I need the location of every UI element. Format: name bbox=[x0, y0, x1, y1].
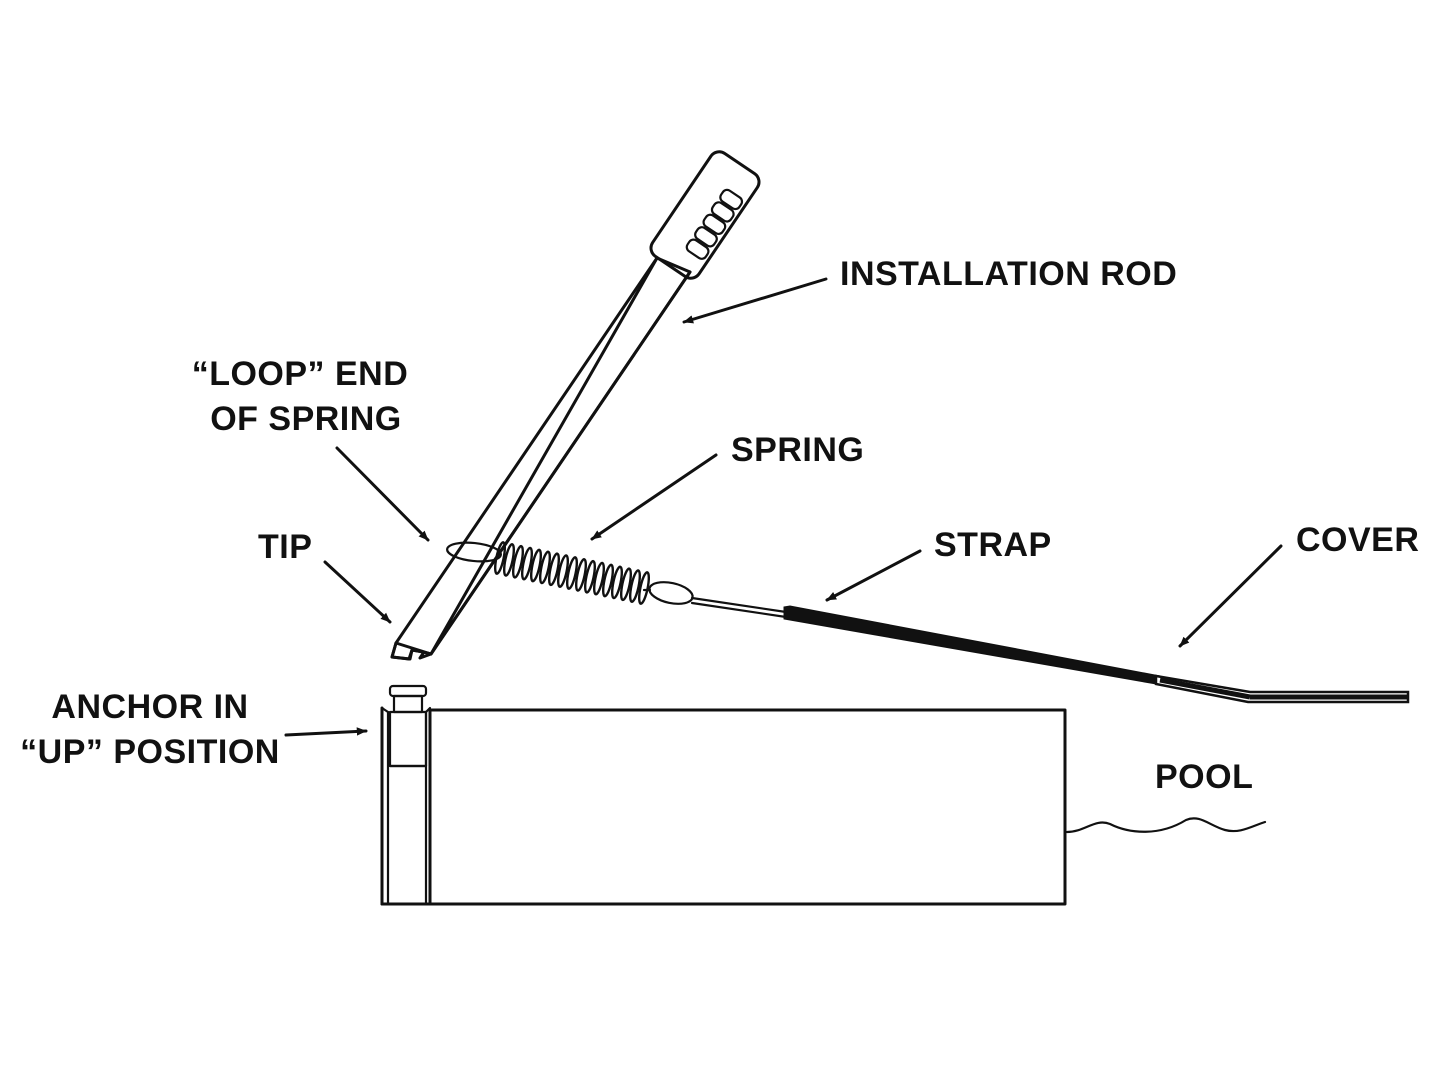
cover-arrow bbox=[1178, 544, 1283, 648]
spring-coil bbox=[547, 552, 561, 587]
tip-arrow bbox=[323, 560, 392, 624]
spring-coil bbox=[529, 548, 543, 583]
installation-rod bbox=[390, 150, 761, 661]
spring-loop-end bbox=[446, 541, 502, 563]
spring-coil bbox=[556, 554, 570, 588]
anchor-label-line2: “UP” POSITION bbox=[20, 733, 280, 771]
spring-coil bbox=[520, 546, 534, 581]
spring-coil bbox=[628, 569, 642, 603]
anchor bbox=[380, 684, 432, 906]
spring-arrow bbox=[590, 453, 718, 541]
strap-label: STRAP bbox=[934, 526, 1052, 564]
pool-deck bbox=[380, 706, 1067, 906]
anchor-arrow bbox=[284, 727, 368, 737]
cover bbox=[1154, 674, 1410, 704]
spring-coil bbox=[583, 559, 597, 594]
installation-rod-arrow bbox=[682, 277, 828, 324]
spring-coil bbox=[610, 565, 624, 600]
spring-coil bbox=[574, 558, 588, 592]
cover-label: COVER bbox=[1296, 521, 1419, 559]
spring bbox=[493, 541, 651, 605]
spring-label: SPRING bbox=[731, 431, 864, 469]
pool-water-wave bbox=[1065, 817, 1267, 834]
loop-end-label-line1: “LOOP” END bbox=[192, 355, 409, 393]
anchor-label-line1: ANCHOR IN bbox=[51, 688, 248, 726]
strap-arrow bbox=[825, 549, 922, 602]
installation-rod-label: INSTALLATION ROD bbox=[840, 255, 1177, 293]
loop-end-arrow bbox=[335, 446, 430, 542]
spring-coil bbox=[511, 544, 525, 579]
spring-coil bbox=[592, 561, 606, 596]
loop-end-label-line2: OF SPRING bbox=[210, 400, 402, 438]
strap bbox=[690, 596, 1161, 685]
spring-coil bbox=[493, 541, 507, 575]
spring-coil bbox=[619, 567, 633, 602]
spring-coil bbox=[502, 543, 516, 577]
spring-coil bbox=[538, 550, 552, 585]
spring-coil bbox=[601, 563, 615, 598]
spring-coil bbox=[637, 571, 651, 605]
tip-label: TIP bbox=[258, 528, 312, 566]
spring-coil bbox=[565, 556, 579, 590]
spring-eye bbox=[642, 581, 694, 605]
pool-label: POOL bbox=[1155, 758, 1253, 796]
